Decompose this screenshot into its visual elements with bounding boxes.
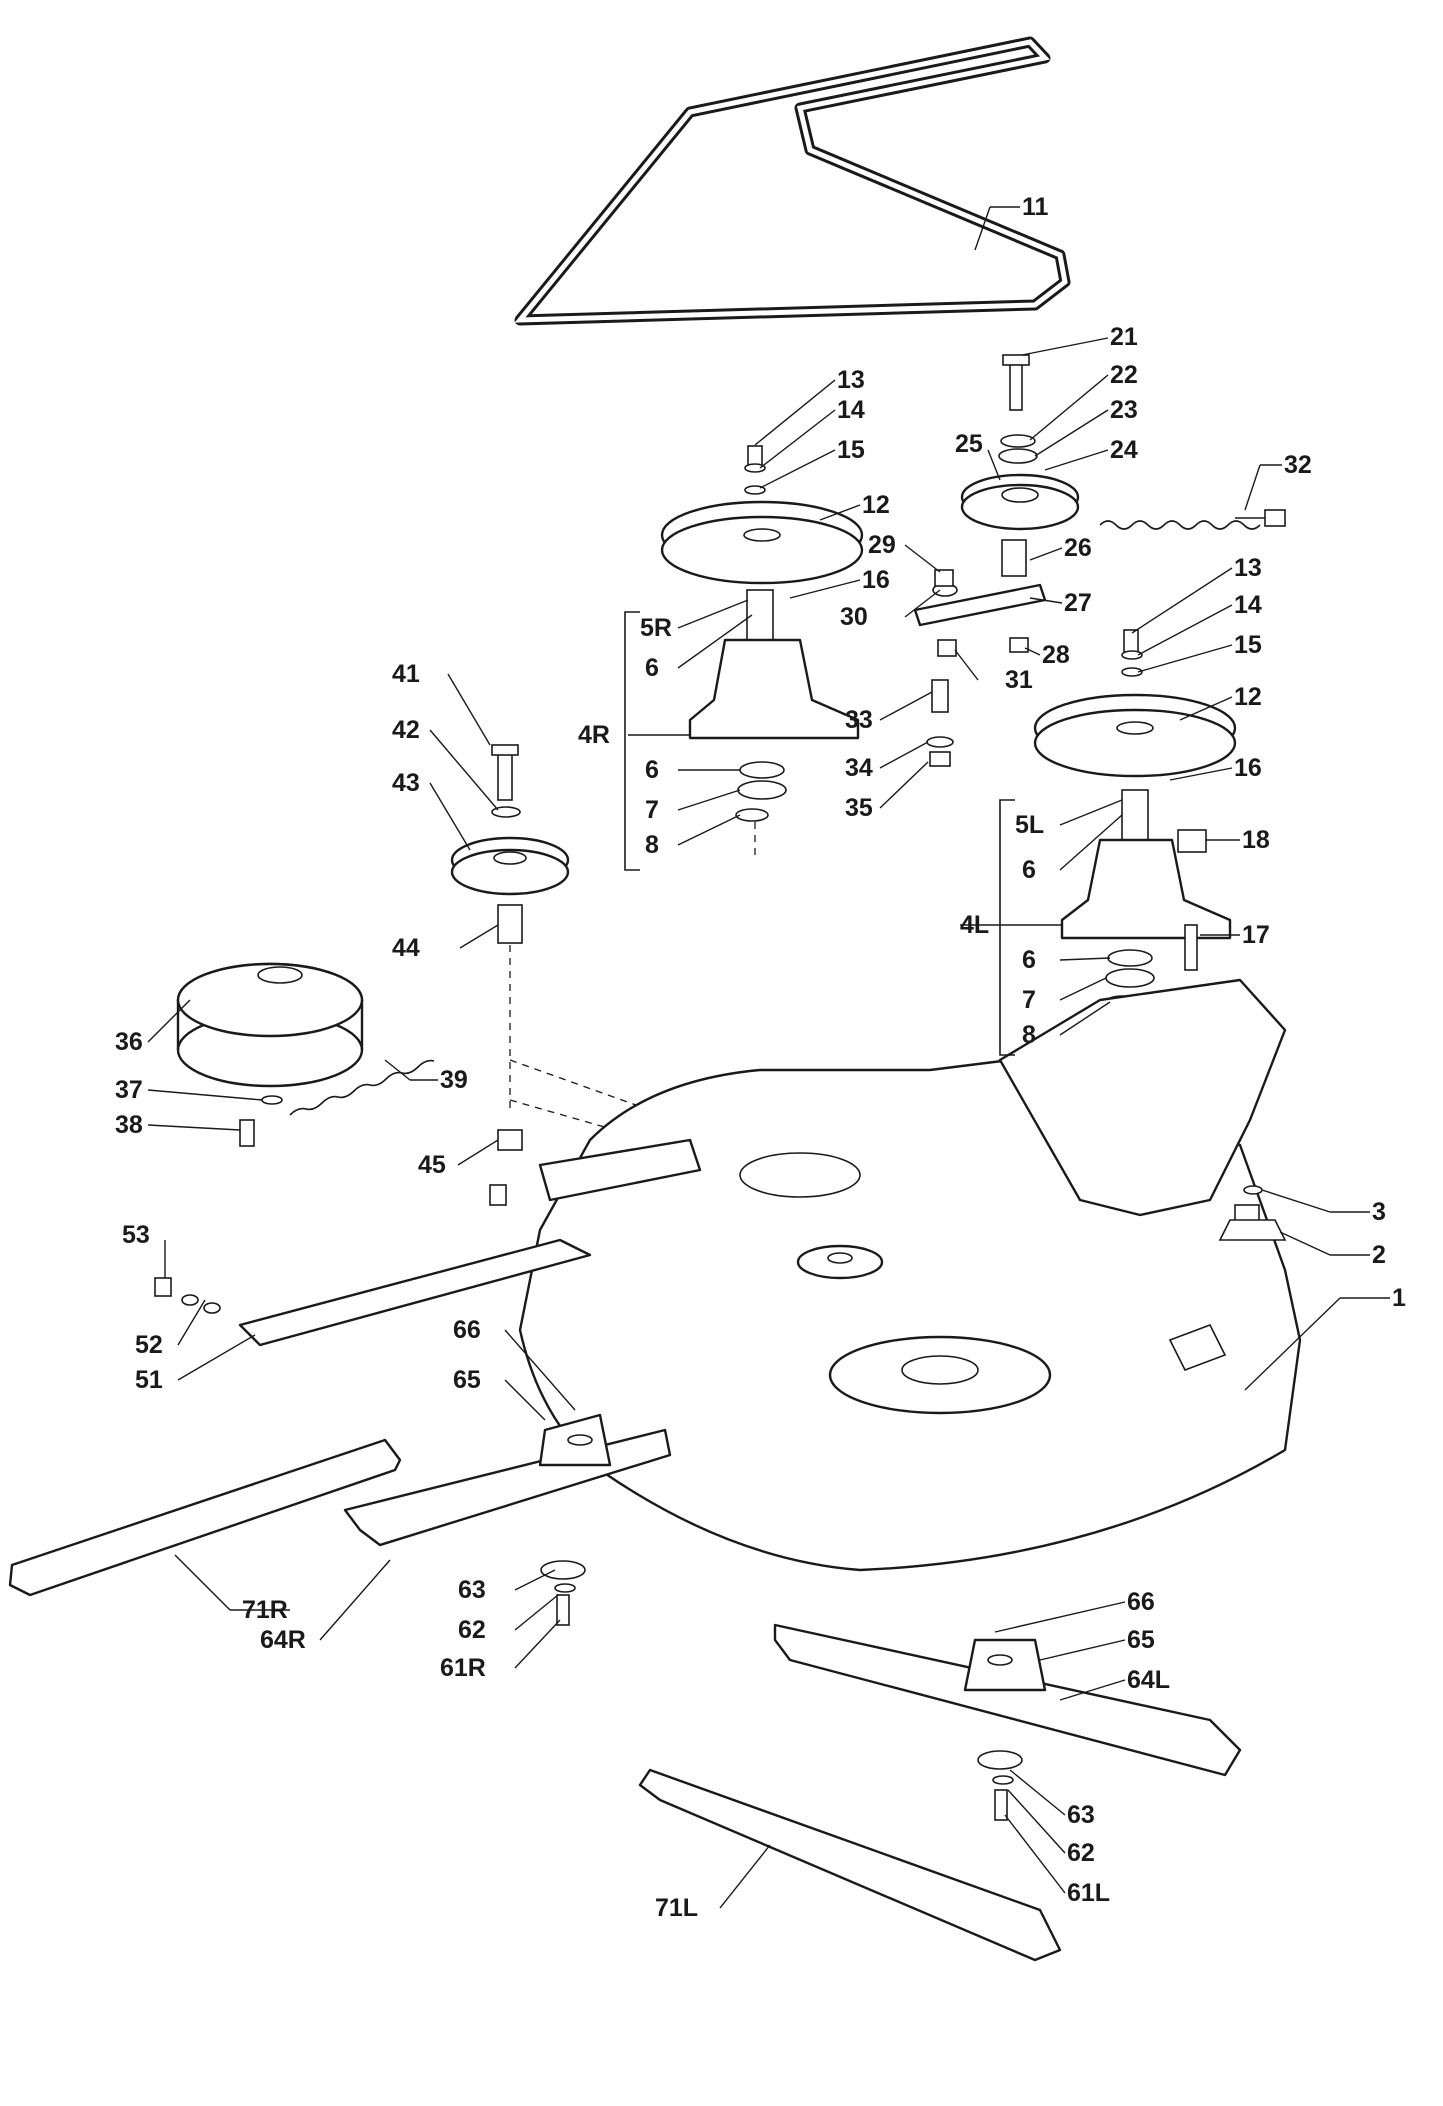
callout-6-right-upper: 6	[645, 654, 659, 682]
callout-6-left-upper: 6	[1022, 856, 1036, 884]
center-pulley-group	[450, 744, 570, 1110]
callout-7-left: 7	[1022, 986, 1036, 1014]
callout-37: 37	[115, 1076, 143, 1104]
leader-lines	[147, 206, 1390, 1909]
callout-29: 29	[868, 531, 896, 559]
callout-5L: 5L	[1015, 811, 1044, 839]
callout-62-right: 62	[458, 1616, 486, 1644]
callout-66-left: 66	[1127, 1588, 1155, 1616]
bracket-4L	[999, 799, 1015, 1056]
callout-66-right: 66	[453, 1316, 481, 1344]
tension-spring-cable	[1099, 509, 1286, 530]
callout-4R: 4R	[578, 721, 610, 749]
callout-21: 21	[1110, 323, 1138, 351]
callout-11: 11	[1022, 193, 1049, 221]
callout-16-left: 16	[1234, 754, 1262, 782]
callout-6-left-lower: 6	[1022, 946, 1036, 974]
left-blade-group	[638, 1623, 1242, 1962]
callout-17: 17	[1242, 921, 1270, 949]
deck-wheel-stud	[1218, 1185, 1287, 1241]
callout-labels: 11 21 22 23 24 25 32 13 14 15 12 29 26 1…	[115, 193, 1406, 1922]
callout-63-left: 63	[1067, 1801, 1095, 1829]
callout-65-right: 65	[453, 1366, 481, 1394]
pto-clutch-group	[176, 962, 651, 1151]
right-spindle-assembly	[660, 445, 864, 860]
callout-5R: 5R	[640, 614, 672, 642]
callout-61R: 61R	[440, 1654, 486, 1682]
callout-71L: 71L	[655, 1894, 698, 1922]
callout-71R: 71R	[242, 1596, 288, 1624]
callout-31: 31	[1005, 666, 1033, 694]
callout-41: 41	[392, 660, 420, 688]
callout-51: 51	[135, 1366, 163, 1394]
callout-4L: 4L	[960, 911, 989, 939]
callout-15-right: 15	[837, 436, 865, 464]
callout-15-left: 15	[1234, 631, 1262, 659]
callout-13-right: 13	[837, 366, 865, 394]
callout-28: 28	[1042, 641, 1070, 669]
callout-52: 52	[135, 1331, 163, 1359]
callout-25: 25	[955, 430, 983, 458]
callout-24: 24	[1110, 436, 1138, 464]
callout-6-right-lower: 6	[645, 756, 659, 784]
callout-14-right: 14	[837, 396, 865, 424]
mower-deck-housing	[518, 978, 1302, 1572]
bracket-4R	[624, 611, 640, 871]
callout-2: 2	[1372, 1241, 1386, 1269]
callout-35: 35	[845, 794, 873, 822]
idler-pulley-group	[960, 354, 1080, 577]
callout-39: 39	[440, 1066, 468, 1094]
callout-36: 36	[115, 1028, 143, 1056]
callout-18: 18	[1242, 826, 1270, 854]
callout-44: 44	[392, 934, 420, 962]
callout-42: 42	[392, 716, 420, 744]
callout-14-left: 14	[1234, 591, 1262, 619]
callout-43: 43	[392, 769, 420, 797]
callout-8-right: 8	[645, 831, 659, 859]
lift-link-rod	[154, 1184, 592, 1347]
callout-62-left: 62	[1067, 1839, 1095, 1867]
drive-belt	[514, 36, 1071, 326]
callout-45: 45	[418, 1151, 446, 1179]
callout-64L: 64L	[1127, 1666, 1170, 1694]
callout-27: 27	[1064, 589, 1092, 617]
callout-1: 1	[1392, 1284, 1406, 1312]
callout-3: 3	[1372, 1198, 1386, 1226]
callout-7-right: 7	[645, 796, 659, 824]
callout-26: 26	[1064, 534, 1092, 562]
callout-30: 30	[840, 603, 868, 631]
right-blade-group	[8, 1413, 672, 1626]
callout-38: 38	[115, 1111, 143, 1139]
callout-64R: 64R	[260, 1626, 306, 1654]
callout-22: 22	[1110, 361, 1138, 389]
callout-12-left: 12	[1234, 683, 1262, 711]
callout-23: 23	[1110, 396, 1138, 424]
left-spindle-assembly	[1033, 629, 1237, 1048]
callout-32: 32	[1284, 451, 1312, 479]
callout-65-left: 65	[1127, 1626, 1155, 1654]
callout-61L: 61L	[1067, 1879, 1110, 1907]
callout-34: 34	[845, 754, 873, 782]
callout-63-right: 63	[458, 1576, 486, 1604]
callout-33: 33	[845, 706, 873, 734]
callout-16-right: 16	[862, 566, 890, 594]
callout-13-left: 13	[1234, 554, 1262, 582]
callout-8-left: 8	[1022, 1021, 1036, 1049]
callout-53: 53	[122, 1221, 150, 1249]
callout-12-right: 12	[862, 491, 890, 519]
